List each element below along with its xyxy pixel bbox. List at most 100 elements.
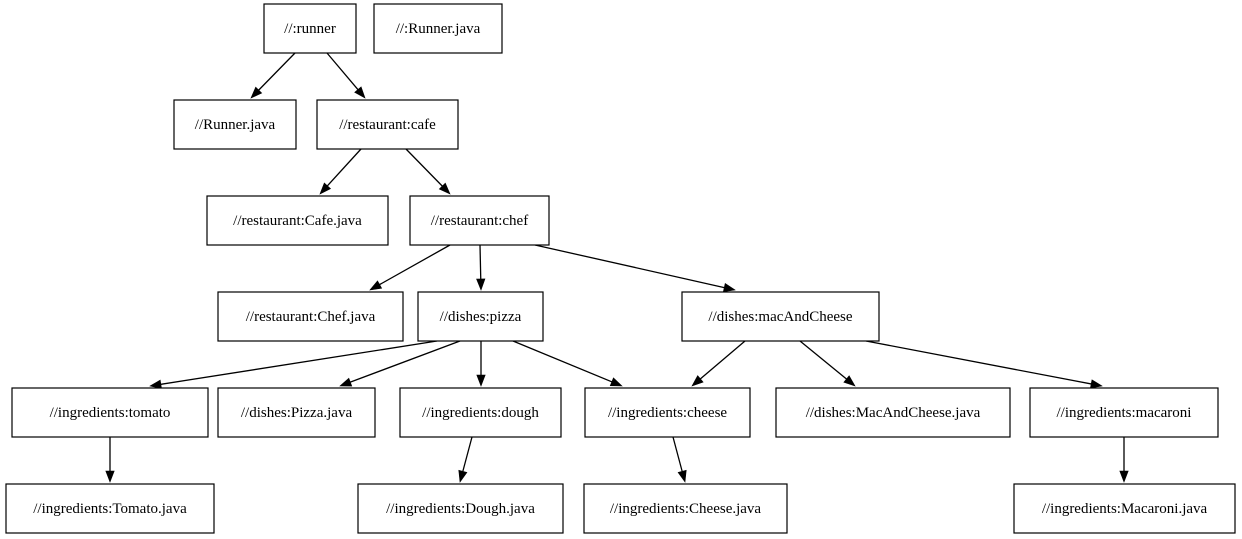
node-box[interactable] [5,483,215,534]
graph-node[interactable]: //Runner.java [173,99,297,150]
node-box[interactable] [11,387,209,438]
node-box[interactable] [584,387,751,438]
graph-node[interactable]: //dishes:macAndCheese [681,291,880,342]
graph-edge [691,340,746,387]
node-label: //ingredients:Cheese.java [610,501,762,517]
graph-node[interactable]: //ingredients:Tomato.java [5,483,215,534]
edge-arrowhead [438,182,451,195]
node-box[interactable] [1013,483,1236,534]
edge-arrowhead [250,86,263,99]
edge-arrowhead [677,469,687,483]
graph-node[interactable]: //restaurant:Cafe.java [206,195,389,246]
graph-node[interactable]: //ingredients:Dough.java [357,483,564,534]
graph-edge [105,437,115,483]
edge-line [379,244,451,286]
edge-line [160,340,438,385]
graph-edge [865,340,1103,389]
node-box[interactable] [681,291,880,342]
node-box[interactable] [357,483,564,534]
graph-node[interactable]: //ingredients:cheese [584,387,751,438]
graph-edge [476,341,486,387]
graph-node[interactable]: //restaurant:chef [409,195,550,246]
edge-arrowhead [1119,470,1129,483]
edge-arrowhead [691,375,704,387]
node-box[interactable] [206,195,389,246]
node-label: //restaurant:cafe [339,117,436,133]
edge-line [534,244,725,289]
graph-edge [319,148,362,195]
edge-line [865,340,1092,385]
graph-node[interactable]: //ingredients:Macaroni.java [1013,483,1236,534]
node-box[interactable] [263,3,357,54]
node-label: //restaurant:chef [431,213,528,229]
edge-arrowhead [476,374,486,387]
graph-node[interactable]: //:runner [263,3,357,54]
graph-node[interactable]: //dishes:pizza [417,291,544,342]
graph-edge [458,436,473,483]
node-label: //ingredients:Macaroni.java [1042,501,1208,517]
edge-arrowhead [319,182,332,195]
graph-edge [534,244,736,293]
graph-node[interactable]: //ingredients:Cheese.java [583,483,788,534]
node-label: //Runner.java [195,117,276,133]
edge-line [799,340,847,380]
graph-node[interactable]: //ingredients:tomato [11,387,209,438]
edge-arrowhead [843,375,856,387]
node-box[interactable] [399,387,562,438]
edge-line [258,52,296,91]
graph-edge [369,244,451,291]
graph-node[interactable]: //dishes:Pizza.java [217,387,376,438]
graph-edge [339,340,461,387]
edge-arrowhead [105,470,115,483]
node-box[interactable] [1029,387,1219,438]
node-box[interactable] [316,99,459,150]
node-box[interactable] [217,291,404,342]
graph-node[interactable]: //:Runner.java [373,3,503,54]
node-label: //dishes:MacAndCheese.java [806,405,981,421]
graph-node[interactable]: //restaurant:cafe [316,99,459,150]
node-box[interactable] [775,387,1011,438]
graph-node[interactable]: //restaurant:Chef.java [217,291,404,342]
graph-node[interactable]: //dishes:MacAndCheese.java [775,387,1011,438]
edge-line [512,340,613,383]
node-label: //ingredients:Tomato.java [33,501,187,517]
graph-node[interactable]: //ingredients:dough [399,387,562,438]
graph-edge [250,52,296,99]
node-box[interactable] [373,3,503,54]
node-box[interactable] [173,99,297,150]
node-box[interactable] [217,387,376,438]
node-label: //ingredients:dough [422,405,539,421]
graph-node[interactable]: //ingredients:macaroni [1029,387,1219,438]
edge-line [699,340,746,380]
node-label: //ingredients:Dough.java [386,501,535,517]
edge-arrowhead [476,278,486,291]
node-box[interactable] [417,291,544,342]
edge-line [350,340,461,383]
edge-arrowhead [722,282,736,293]
edge-arrowhead [339,377,353,387]
node-label: //dishes:macAndCheese [708,309,852,325]
node-box[interactable] [409,195,550,246]
node-label: //:Runner.java [396,21,481,37]
node-label: //dishes:pizza [440,309,522,325]
node-label: //ingredients:macaroni [1057,405,1192,421]
edge-line [326,148,362,187]
node-label: //dishes:Pizza.java [241,405,353,421]
edge-line [326,52,359,91]
node-layer: //:runner //:Runner.java //Runner.java //re… [5,3,1236,534]
edge-arrowhead [609,377,623,387]
node-box[interactable] [583,483,788,534]
graph-edge [326,52,366,99]
graph-edge [512,340,623,387]
graph-edge [672,436,687,483]
node-label: //restaurant:Chef.java [246,309,376,325]
graph-edge [476,244,486,291]
edge-arrowhead [149,379,162,389]
edge-arrowhead [369,280,383,291]
graph-edge [149,340,438,389]
node-label: //ingredients:tomato [50,405,171,421]
edge-arrowhead [1090,379,1103,389]
node-label: //restaurant:Cafe.java [233,213,362,229]
